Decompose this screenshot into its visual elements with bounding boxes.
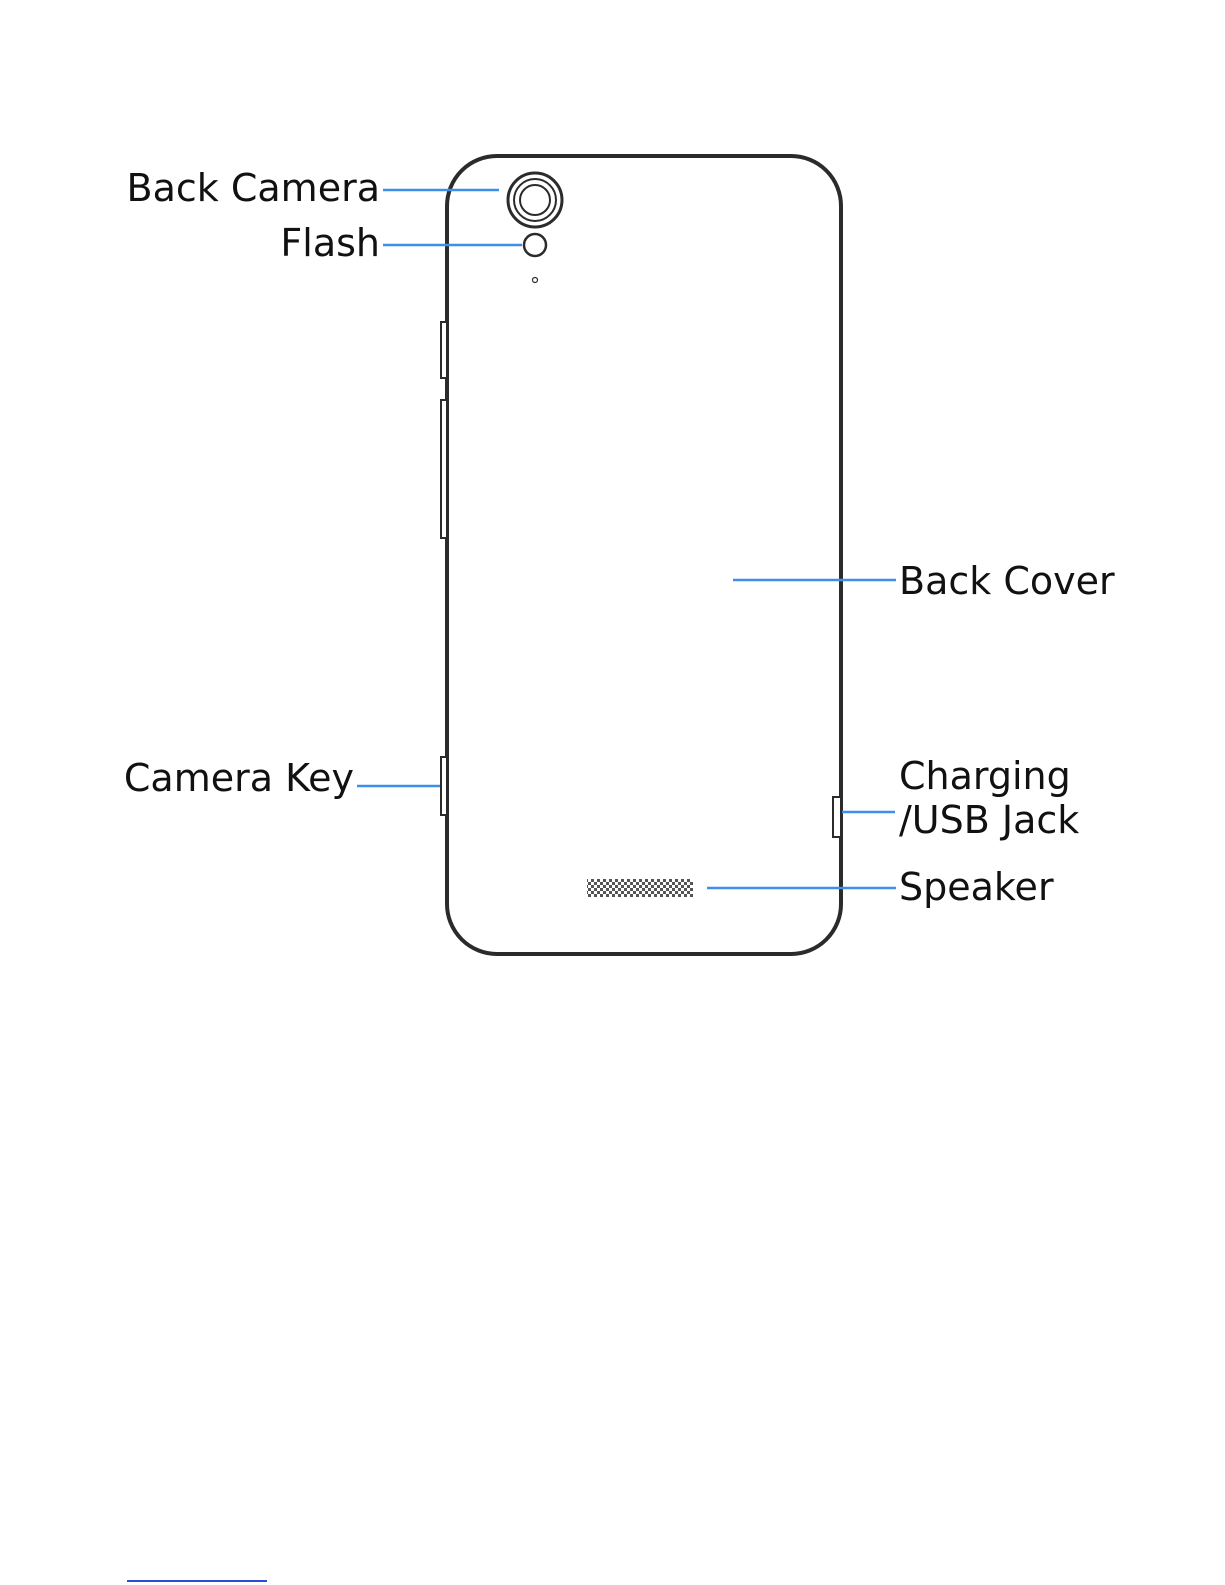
charging-usb-jack — [833, 797, 841, 837]
label-flash: Flash — [280, 224, 380, 262]
label-back-camera: Back Camera — [127, 169, 380, 207]
flash — [524, 234, 546, 256]
volume-key-lower — [441, 400, 447, 538]
camera-key — [441, 757, 447, 815]
phone-body — [447, 156, 841, 954]
label-camera-key: Camera Key — [124, 759, 354, 797]
label-charging-line2: /USB Jack — [899, 801, 1079, 839]
footer-rule — [127, 1580, 267, 1582]
label-charging-line1: Charging — [899, 757, 1071, 795]
label-back-cover: Back Cover — [899, 562, 1115, 600]
label-speaker: Speaker — [899, 868, 1054, 906]
microphone-hole — [533, 278, 538, 283]
back-camera — [508, 173, 562, 227]
volume-key-upper — [441, 322, 447, 378]
speaker-grille — [587, 879, 693, 897]
